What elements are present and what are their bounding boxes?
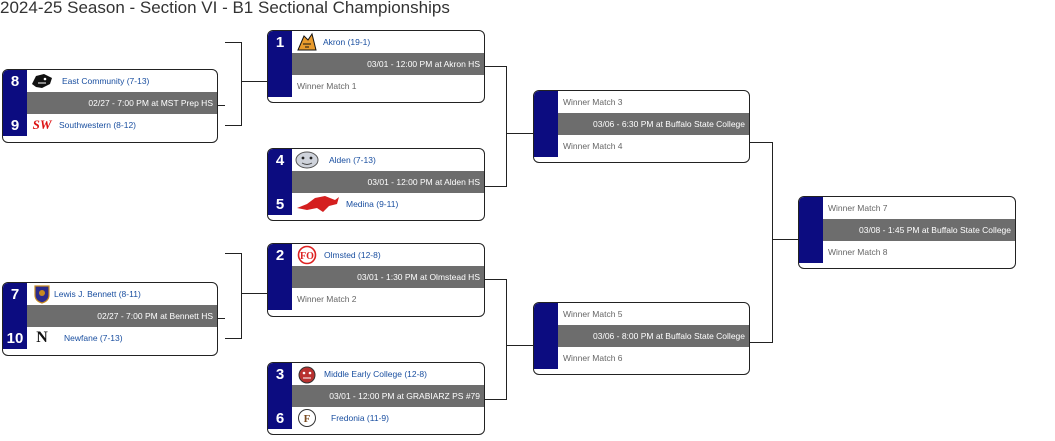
- bracket-connector: [750, 142, 773, 343]
- team-link-alden[interactable]: Alden (7-13): [329, 155, 376, 165]
- bracket-connector: [241, 293, 267, 294]
- winner-placeholder: Winner Match 7: [828, 203, 888, 213]
- bracket-connector: [218, 318, 225, 319]
- newfane-logo-icon: N: [36, 329, 48, 346]
- seed-badge: 9: [3, 114, 27, 136]
- seed-badge: [534, 347, 558, 369]
- match-1-vs-winner-1[interactable]: 1 Akron (19-1) 03/01 - 12:00 PM at Akron…: [267, 30, 485, 103]
- bracket-connector: [506, 345, 533, 346]
- seed-badge: 5: [268, 193, 292, 215]
- team-link-lewis-j-bennett[interactable]: Lewis J. Bennett (8-11): [54, 289, 141, 299]
- svg-text:FO: FO: [300, 251, 314, 262]
- seed-badge: [799, 241, 823, 263]
- winner-placeholder: Winner Match 2: [297, 294, 357, 304]
- team-link-middle-early-college[interactable]: Middle Early College (12-8): [324, 369, 427, 379]
- seed-badge: [534, 135, 558, 157]
- game-info: 03/08 - 1:45 PM at Buffalo State College: [799, 219, 1015, 241]
- tiger-logo-icon: [294, 32, 320, 52]
- game-info: 02/27 - 7:00 PM at Bennett HS: [3, 305, 217, 327]
- game-info: 03/01 - 1:30 PM at Olmstead HS: [268, 266, 484, 288]
- seed-badge: 2: [268, 244, 292, 266]
- seed-badge: 1: [268, 31, 292, 53]
- seed-badge: 10: [3, 327, 27, 349]
- seed-badge: [534, 303, 558, 325]
- bulldog-logo-icon: [294, 150, 320, 170]
- bracket-connector: [485, 66, 507, 187]
- seed-badge: 3: [268, 363, 292, 385]
- seed-badge: [799, 197, 823, 219]
- bracket-connector: [506, 133, 533, 134]
- team-link-medina[interactable]: Medina (9-11): [346, 199, 399, 209]
- olmsted-logo-icon: FO: [294, 245, 320, 265]
- team-link-southwestern[interactable]: Southwestern (8-12): [59, 120, 137, 130]
- game-info: 03/01 - 12:00 PM at Akron HS: [268, 53, 484, 75]
- seed-badge: 6: [268, 407, 292, 429]
- semifinal-bottom-match[interactable]: Winner Match 5 03/06 - 8:00 PM at Buffal…: [533, 302, 750, 375]
- seed-badge: 4: [268, 149, 292, 171]
- final-match[interactable]: Winner Match 7 03/08 - 1:45 PM at Buffal…: [798, 196, 1016, 269]
- game-info: 02/27 - 7:00 PM at MST Prep HS: [3, 92, 217, 114]
- winner-placeholder: Winner Match 4: [563, 141, 623, 151]
- team-link-fredonia[interactable]: Fredonia (11-9): [331, 413, 389, 423]
- bracket-connector: [241, 81, 267, 82]
- mustang-logo-icon: [294, 194, 342, 214]
- seed-badge: 8: [3, 70, 27, 92]
- seed-badge: [268, 75, 292, 97]
- seed-badge: [268, 288, 292, 310]
- bracket-connector: [772, 239, 798, 240]
- bracket-connector: [485, 279, 507, 400]
- fredonia-logo-icon: F: [294, 408, 320, 428]
- bracket-connector: [225, 42, 242, 126]
- match-4-vs-5[interactable]: 4 Alden (7-13) 03/01 - 12:00 PM at Alden…: [267, 148, 485, 221]
- team-link-akron[interactable]: Akron (19-1): [323, 37, 371, 47]
- winner-placeholder: Winner Match 5: [563, 309, 623, 319]
- game-info: 03/01 - 12:00 PM at GRABIARZ PS #79: [268, 385, 484, 407]
- match-7-vs-10[interactable]: 7 Lewis J. Bennett (8-11) 02/27 - 7:00 P…: [2, 282, 218, 356]
- match-2-vs-winner-2[interactable]: 2 FO Olmsted (12-8) 03/01 - 1:30 PM at O…: [267, 243, 485, 317]
- bracket-connector: [218, 105, 225, 106]
- svg-text:F: F: [304, 413, 311, 425]
- sw-logo-icon: SW: [32, 117, 52, 132]
- winner-placeholder: Winner Match 3: [563, 97, 623, 107]
- team-link-olmsted[interactable]: Olmsted (12-8): [324, 250, 381, 260]
- tiger-head-logo-icon: [294, 364, 320, 384]
- match-8-vs-9[interactable]: 8 East Community (7-13) 02/27 - 7:00 PM …: [2, 69, 218, 143]
- winner-placeholder: Winner Match 1: [297, 81, 357, 91]
- match-3-vs-6[interactable]: 3 Middle Early College (12-8) 03/01 - 12…: [267, 362, 485, 435]
- team-link-newfane[interactable]: Newfane (7-13): [64, 333, 123, 343]
- game-info: 03/06 - 8:00 PM at Buffalo State College: [534, 325, 749, 347]
- semifinal-top-match[interactable]: Winner Match 3 03/06 - 6:30 PM at Buffal…: [533, 90, 750, 163]
- bennett-logo-icon: [29, 284, 55, 304]
- bracket-connector: [225, 253, 242, 339]
- winner-placeholder: Winner Match 6: [563, 353, 623, 363]
- winner-placeholder: Winner Match 8: [828, 247, 888, 257]
- seed-badge: [534, 91, 558, 113]
- panther-logo-icon: [29, 71, 55, 91]
- seed-badge: 7: [3, 283, 27, 305]
- game-info: 03/06 - 6:30 PM at Buffalo State College: [534, 113, 749, 135]
- game-info: 03/01 - 12:00 PM at Alden HS: [268, 171, 484, 193]
- team-link-east-community[interactable]: East Community (7-13): [62, 76, 150, 86]
- page-title: 2024-25 Season - Section VI - B1 Section…: [0, 0, 450, 17]
